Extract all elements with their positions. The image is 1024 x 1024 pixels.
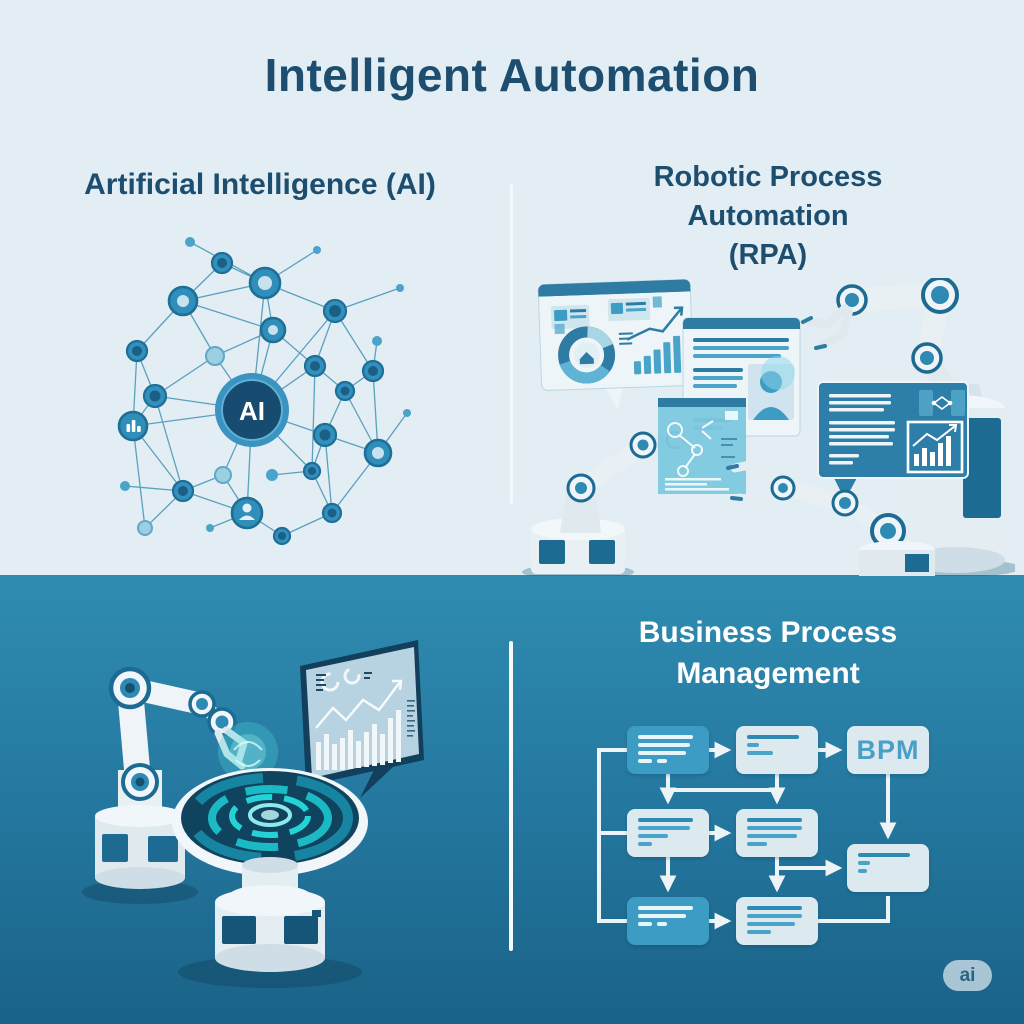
flow-box-step5 [627, 897, 709, 945]
turntable [172, 768, 368, 876]
rpa-section-heading: Robotic Process Automation (RPA) [530, 158, 1006, 275]
monitor-screen [300, 640, 424, 798]
gripper-icon [730, 459, 784, 509]
watermark-label: ai [959, 964, 976, 986]
bpm-box: BPM [847, 726, 929, 774]
bpm-label: BPM [856, 734, 920, 765]
dashboard-screen [537, 279, 694, 410]
rpa-illustration [522, 278, 1015, 576]
pedestal-base [215, 857, 325, 972]
pie-chart-icon [558, 326, 616, 384]
ai-network-illustration: AI [117, 237, 411, 546]
bar-chart-icon [633, 335, 682, 375]
analytics-screen [817, 381, 969, 500]
person-icon-node [230, 496, 264, 530]
bpm-heading-line1: Business Process [638, 616, 898, 649]
widget-card-2 [607, 296, 662, 322]
bpm-section-heading: Business Process Management [530, 612, 1006, 694]
quadrant-divider-top [510, 184, 513, 504]
process-diamond-icon [931, 396, 953, 410]
robot-turntable-illustration [82, 640, 424, 988]
flow-box-output [847, 844, 929, 892]
robot-arm-bottom [726, 459, 935, 576]
person-icon [239, 503, 255, 520]
flow-box-start [627, 726, 709, 774]
quadrant-divider-bottom [509, 641, 513, 951]
gripper-icon [805, 304, 853, 348]
bar-chart-icon [316, 710, 401, 770]
trend-arrow-icon [618, 306, 684, 345]
network-nodes [117, 237, 411, 546]
blueprint-document [658, 398, 746, 494]
flow-box-step3 [627, 809, 709, 857]
ai-center-label: AI [239, 396, 265, 426]
rpa-heading-line1: Robotic Process [653, 161, 883, 193]
rpa-heading-line2: Automation [687, 200, 849, 232]
flow-box-step4 [736, 809, 818, 857]
flow-box-step2 [736, 726, 818, 774]
bpm-heading-line2: Management [676, 657, 860, 690]
widget-card-1 [550, 304, 590, 335]
watermark-badge: ai [943, 960, 992, 991]
flowchart-connectors [597, 741, 897, 930]
trend-line-icon [315, 679, 403, 729]
bar-chart-icon [126, 420, 141, 432]
page-title: Intelligent Automation [264, 49, 760, 101]
ai-section-heading: Artificial Intelligence (AI) [84, 168, 436, 201]
user-avatar-icon [748, 356, 795, 420]
donut-icons [320, 667, 361, 692]
ai-center-node: AI [215, 373, 289, 447]
rpa-heading-line3: (RPA) [728, 239, 808, 271]
robot-arm [95, 666, 249, 889]
robot-sketch-icon [667, 420, 714, 477]
hologram-icon [218, 722, 278, 782]
growth-chart-icon [906, 420, 964, 474]
flow-box-step6 [736, 897, 818, 945]
